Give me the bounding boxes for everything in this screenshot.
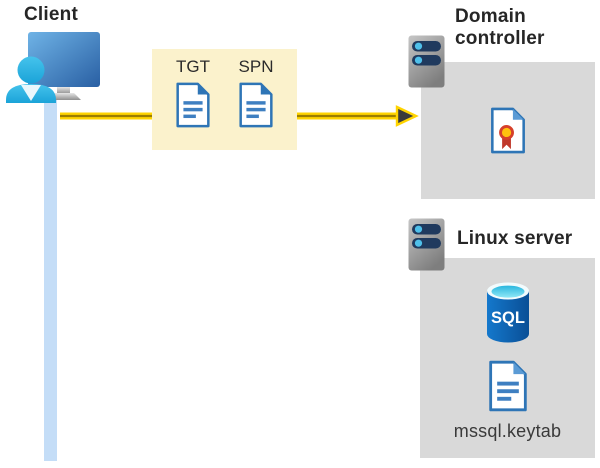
keytab-document-icon: [488, 360, 527, 412]
keytab-label: mssql.keytab: [453, 421, 562, 441]
sql-label: SQL: [491, 309, 525, 327]
sql-database-icon: SQL: [486, 282, 529, 343]
tgt-label: TGT: [176, 57, 210, 76]
spn-label: SPN: [238, 57, 274, 76]
monitor-icon: [28, 32, 100, 100]
person-icon: [6, 56, 56, 103]
token-spn: SPN: [234, 57, 278, 150]
spn-document-icon: [239, 82, 273, 128]
linux-server-panel: SQL mssql.keytab: [420, 258, 595, 458]
domain-controller-panel: [421, 62, 595, 199]
domain-controller-label: Domain controller: [455, 6, 545, 49]
client-lifeline-bar: [44, 97, 57, 461]
tgt-document-icon: [176, 82, 210, 128]
linux-server-icon: [408, 218, 445, 271]
client-icon: [6, 32, 100, 103]
token-tgt: TGT: [171, 57, 215, 150]
token-box: TGT SPN: [152, 49, 297, 150]
linux-server-label: Linux server: [457, 228, 573, 249]
domain-controller-server-icon: [408, 35, 445, 88]
client-label: Client: [24, 4, 78, 25]
certificate-icon: [491, 107, 525, 154]
